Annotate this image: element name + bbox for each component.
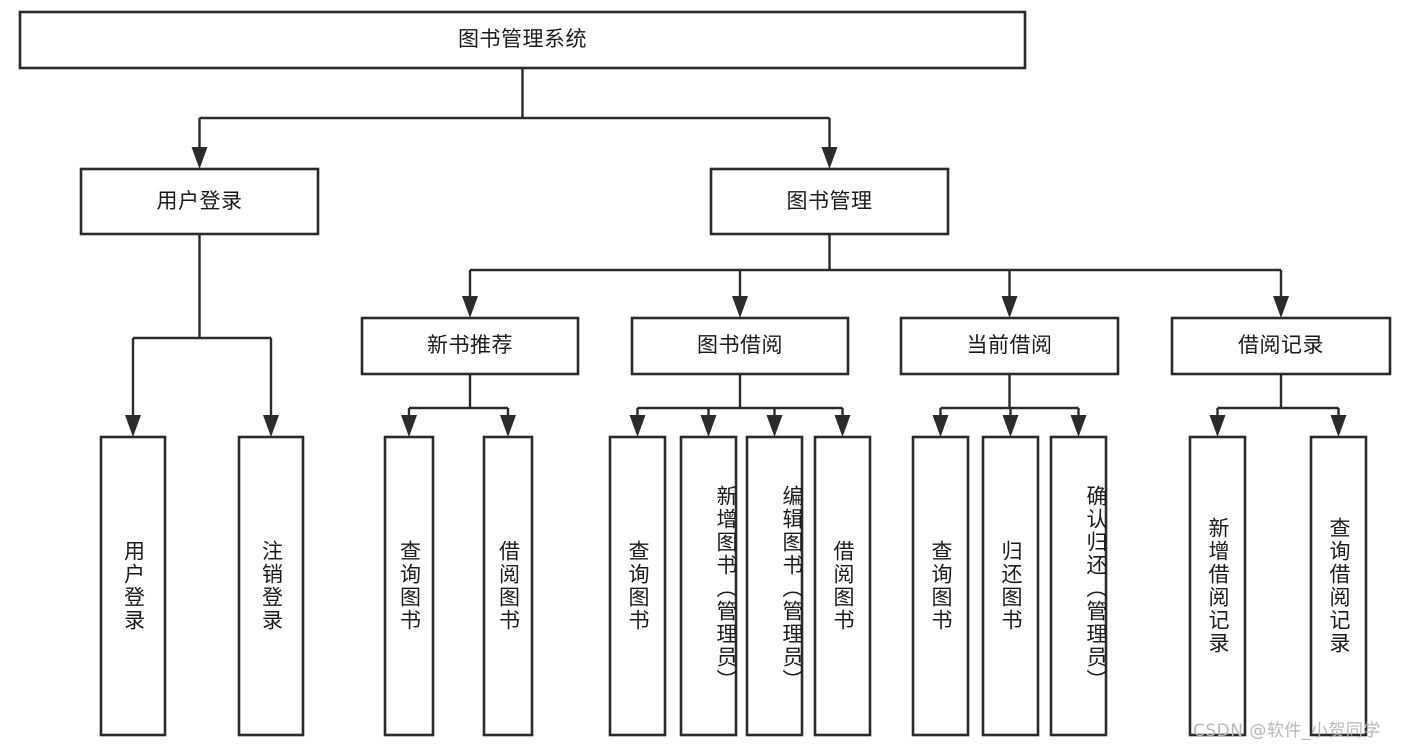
node-box-leaf-8	[911, 435, 970, 737]
arrow-head-icon	[125, 415, 141, 437]
node-box-l3-2	[899, 316, 1120, 376]
arrow-head-icon	[1209, 415, 1226, 437]
node-box-leaf-10	[1049, 435, 1108, 737]
node-box-leaf-0	[99, 435, 167, 737]
node-box-l3-0	[360, 316, 580, 376]
arrow-head-icon	[732, 296, 748, 318]
arrow-head-icon	[500, 415, 516, 437]
node-box-leaf-11	[1188, 435, 1247, 737]
arrow-head-icon	[766, 415, 783, 437]
arrow-head-icon	[932, 415, 949, 437]
connector-layer	[125, 68, 1347, 437]
node-box-root-0	[18, 10, 1027, 70]
arrow-head-icon	[629, 415, 646, 437]
arrow-head-icon	[834, 415, 851, 437]
node-box-l3-1	[630, 316, 850, 376]
csdn-watermark: CSDN @软件_小贺同学	[1193, 721, 1381, 741]
node-box-leaf-4	[608, 435, 667, 737]
node-box-l3-3	[1170, 316, 1392, 376]
node-box-leaf-5	[679, 435, 738, 737]
node-box-leaf-1	[237, 435, 305, 737]
arrow-head-icon	[263, 415, 279, 437]
node-box-leaf-2	[383, 435, 435, 737]
node-box-l2-0	[79, 167, 320, 236]
node-box-leaf-9	[981, 435, 1040, 737]
node-box-l2-1	[709, 167, 950, 236]
arrow-head-icon	[821, 147, 838, 169]
arrow-head-icon	[1070, 415, 1087, 437]
arrow-head-icon	[462, 296, 478, 318]
arrow-head-icon	[1001, 296, 1018, 318]
arrow-head-icon	[191, 147, 208, 169]
node-box-leaf-12	[1309, 435, 1368, 737]
arrow-head-icon	[401, 415, 417, 437]
arrow-head-icon	[1273, 296, 1289, 318]
node-box-leaf-7	[813, 435, 872, 737]
node-box-leaf-6	[745, 435, 804, 737]
arrow-head-icon	[700, 415, 717, 437]
box-layer	[18, 10, 1392, 737]
arrow-head-icon	[1002, 415, 1019, 437]
node-box-leaf-3	[482, 435, 534, 737]
arrow-head-icon	[1330, 415, 1347, 437]
